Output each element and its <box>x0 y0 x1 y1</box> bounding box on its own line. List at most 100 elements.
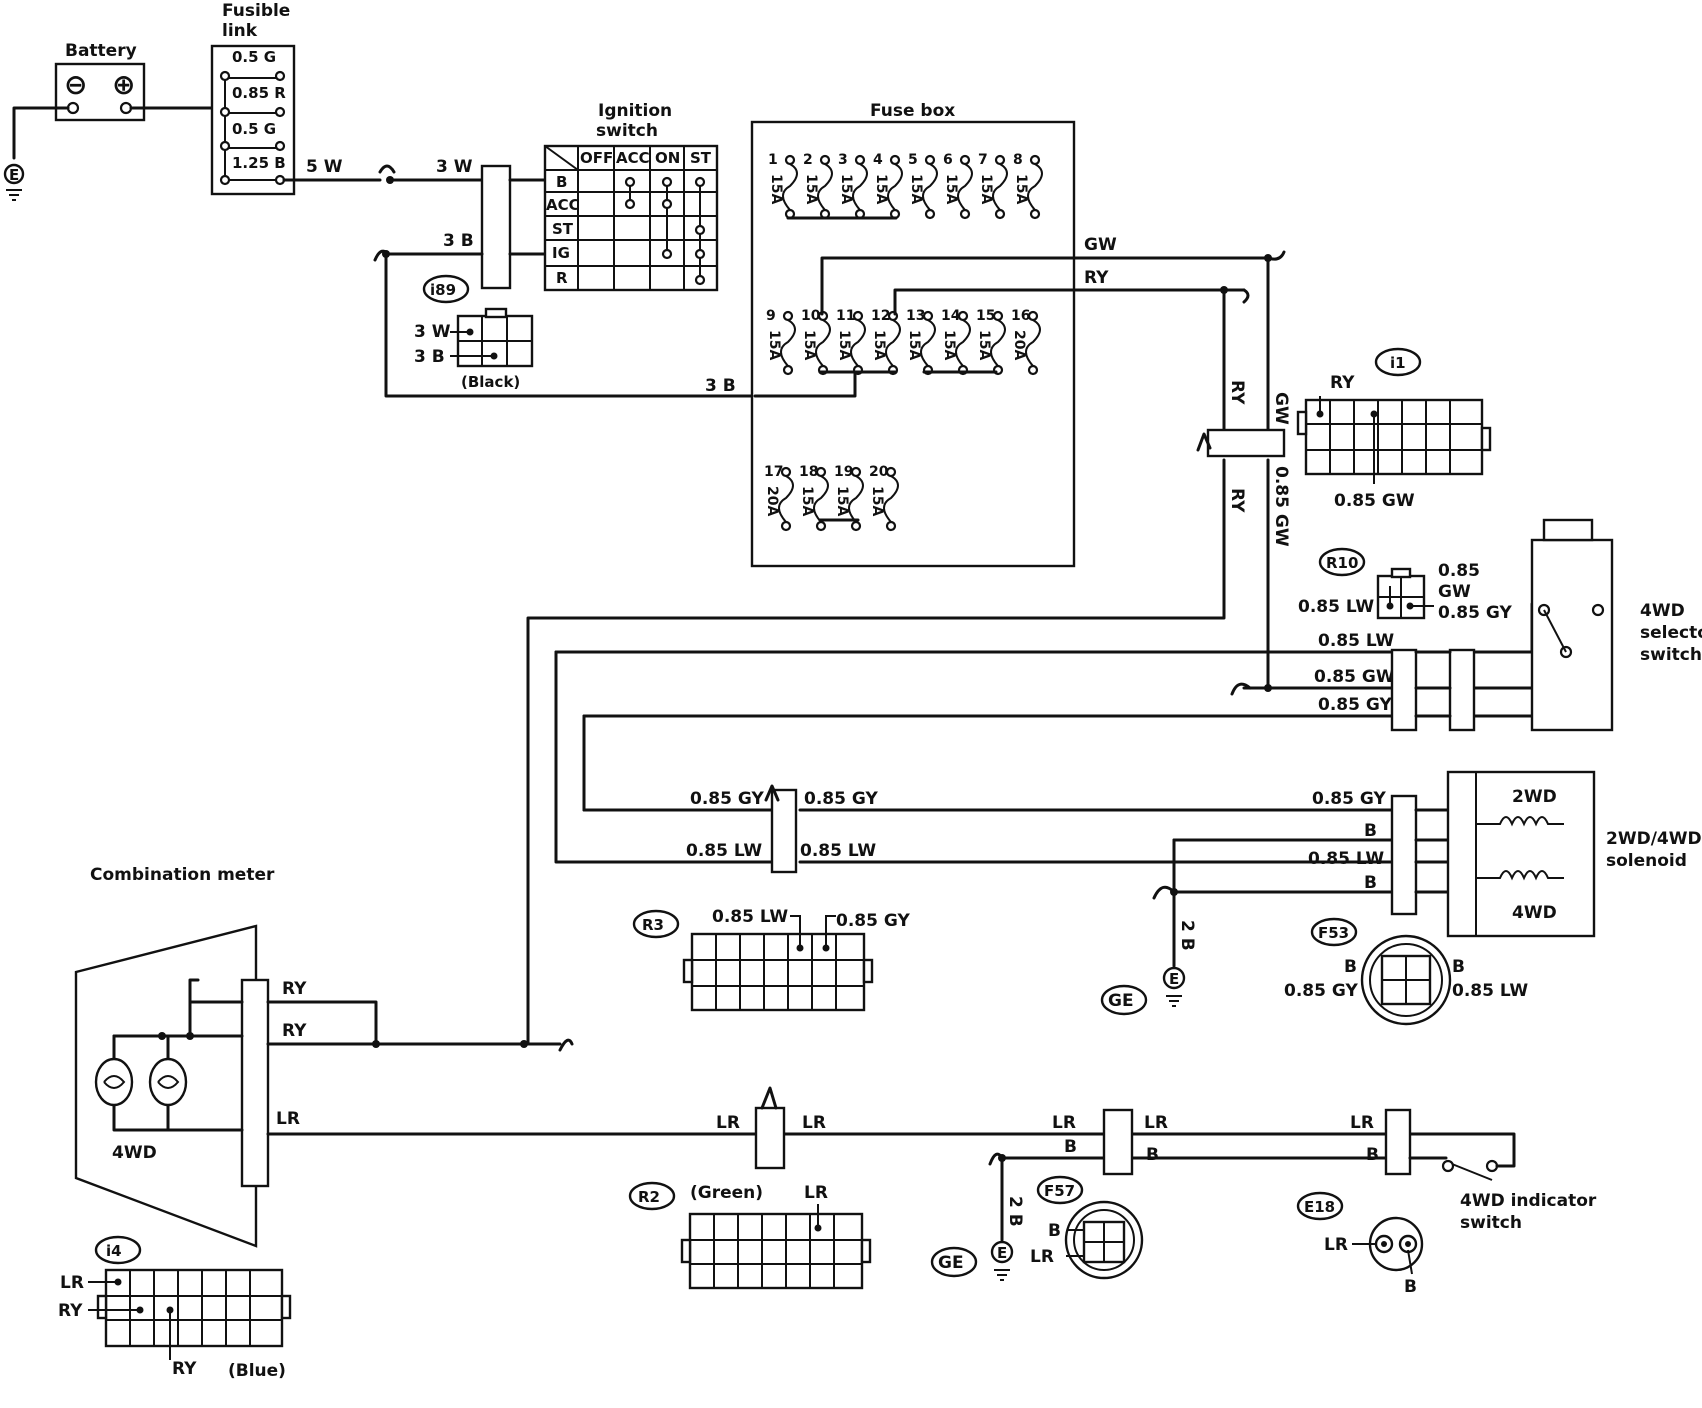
fuse-amp: 15A <box>803 174 819 204</box>
wire-label-lw-sol: 0.85 LW <box>1308 849 1384 869</box>
svg-text:solenoid: solenoid <box>1606 851 1687 871</box>
svg-text:Fusible: Fusible <box>222 1 290 21</box>
ign-row-ig: IG <box>552 244 570 262</box>
wire-label-gy-right: 0.85 GY <box>804 789 878 809</box>
fuse-amp: 15A <box>908 174 924 204</box>
wire-label-ry-v: RY <box>1227 380 1247 405</box>
fuse-amp: 15A <box>978 174 994 204</box>
wire-label-lw-sel: 0.85 LW <box>1318 631 1394 651</box>
solenoid: 2WD 4WD 2WD/4WD solenoid <box>1446 770 1702 938</box>
fuse-amp: 15A <box>873 174 889 204</box>
ign-row-b: B <box>556 173 567 191</box>
svg-text:4WD indicator: 4WD indicator <box>1460 1191 1597 1211</box>
ign-col-off: OFF <box>580 149 613 167</box>
svg-text:4WD: 4WD <box>1512 903 1557 923</box>
fuse-amp: 15A <box>834 486 850 516</box>
fuse-number: 3 <box>838 152 848 168</box>
ign-row-r: R <box>556 269 568 287</box>
wire-label-b-sol1: B <box>1364 821 1377 841</box>
svg-text:Combination meter: Combination meter <box>90 865 275 885</box>
fuse-number: 19 <box>834 464 853 480</box>
svg-text:E: E <box>9 166 19 184</box>
wire-label-ry: RY <box>1084 268 1109 288</box>
svg-text:4WD: 4WD <box>1640 601 1685 621</box>
connector-r10: R10 0.85 GW 0.85 LW 0.85 GY <box>1298 547 1512 623</box>
wire-label-5w: 5 W <box>306 157 343 177</box>
ground-ge-right: E GE <box>1100 966 1186 1016</box>
fuse-number: 11 <box>836 308 855 324</box>
fuse-amp: 15A <box>801 330 817 360</box>
svg-text:link: link <box>222 21 258 41</box>
fuse-amp: 15A <box>943 174 959 204</box>
connector-r2: R2 (Green) LR <box>628 1181 872 1290</box>
svg-text:0.85 GW: 0.85 GW <box>1334 491 1415 511</box>
svg-text:2WD/4WD: 2WD/4WD <box>1606 829 1702 849</box>
svg-text:R3: R3 <box>642 916 664 934</box>
fuse-number: 6 <box>943 152 953 168</box>
wire-label-gy-sol: 0.85 GY <box>1312 789 1386 809</box>
wire-label-b-f57-left: B <box>1064 1137 1077 1157</box>
svg-text:selector: selector <box>1640 623 1702 643</box>
selector-switch: 4WD selector switch <box>1530 518 1702 732</box>
svg-text:switch: switch <box>596 121 658 141</box>
wire-label-3b: 3 B <box>443 231 474 251</box>
fusible-link: Fusible link 0.5 G 0.85 R 0.5 G 1.25 B <box>210 1 296 196</box>
connector-f57: F57 B LR <box>1030 1175 1144 1280</box>
ign-row-st: ST <box>552 220 574 238</box>
wire-label-3b-bottom: 3 B <box>705 376 736 396</box>
wire-label-lr-f57-left: LR <box>1052 1113 1076 1133</box>
wire-label-ry-v2: RY <box>1227 488 1247 513</box>
fuse-number: 10 <box>801 308 821 324</box>
wire-label-gw-sel: 0.85 GW <box>1314 667 1395 687</box>
fuse-number: 9 <box>766 308 776 324</box>
svg-text:R10: R10 <box>1326 554 1358 572</box>
fuse-number: 12 <box>871 308 890 324</box>
ign-col-st: ST <box>690 149 712 167</box>
connector-i4: i4 LR RY RY (Blue) <box>58 1235 292 1381</box>
svg-text:i89: i89 <box>430 281 456 299</box>
ignition-switch: Ignition switch OFF ACC ON ST B ACC ST I… <box>543 101 719 292</box>
connector-f53: F53 B B 0.85 GY 0.85 LW <box>1284 917 1528 1026</box>
svg-text:Ignition: Ignition <box>598 101 672 121</box>
battery-label: Battery <box>65 41 137 61</box>
svg-text:RY: RY <box>58 1301 83 1321</box>
wire-label-gy-left: 0.85 GY <box>690 789 764 809</box>
ground-ge-bottom: E GE <box>930 1240 1014 1281</box>
svg-text:B: B <box>1404 1277 1417 1297</box>
wire-label-ry-meter1: RY <box>282 979 307 999</box>
svg-text:0.85 GY: 0.85 GY <box>1284 981 1358 1001</box>
fuse-amp: 15A <box>768 174 784 204</box>
fusible-link-4: 1.25 B <box>232 154 286 172</box>
wire-label-lw-left: 0.85 LW <box>686 841 762 861</box>
combination-meter: Combination meter 4WD <box>74 865 275 1248</box>
connector-r3: R3 0.85 LW 0.85 GY <box>632 907 910 1012</box>
svg-text:switch: switch <box>1460 1213 1522 1233</box>
svg-text:GE: GE <box>1108 991 1134 1011</box>
fuse-amp: 15A <box>871 330 887 360</box>
fuse-number: 16 <box>1011 308 1030 324</box>
fuse-amp: 15A <box>766 330 782 360</box>
fuse-number: 5 <box>908 152 918 168</box>
fuse-number: 17 <box>764 464 783 480</box>
wire-label-3w: 3 W <box>436 157 473 177</box>
fuse-amp: 15A <box>941 330 957 360</box>
svg-text:0.85 LW: 0.85 LW <box>712 907 788 927</box>
fuse-amp: 20A <box>764 486 780 516</box>
svg-text:B: B <box>1344 957 1357 977</box>
fuse-number: 8 <box>1013 152 1023 168</box>
fuse-number: 15 <box>976 308 995 324</box>
wire-label-lr-e18: LR <box>1350 1113 1374 1133</box>
fuse-number: 7 <box>978 152 988 168</box>
svg-text:0.85 GY: 0.85 GY <box>1438 603 1512 623</box>
wire-label-gy-sel: 0.85 GY <box>1318 695 1392 715</box>
